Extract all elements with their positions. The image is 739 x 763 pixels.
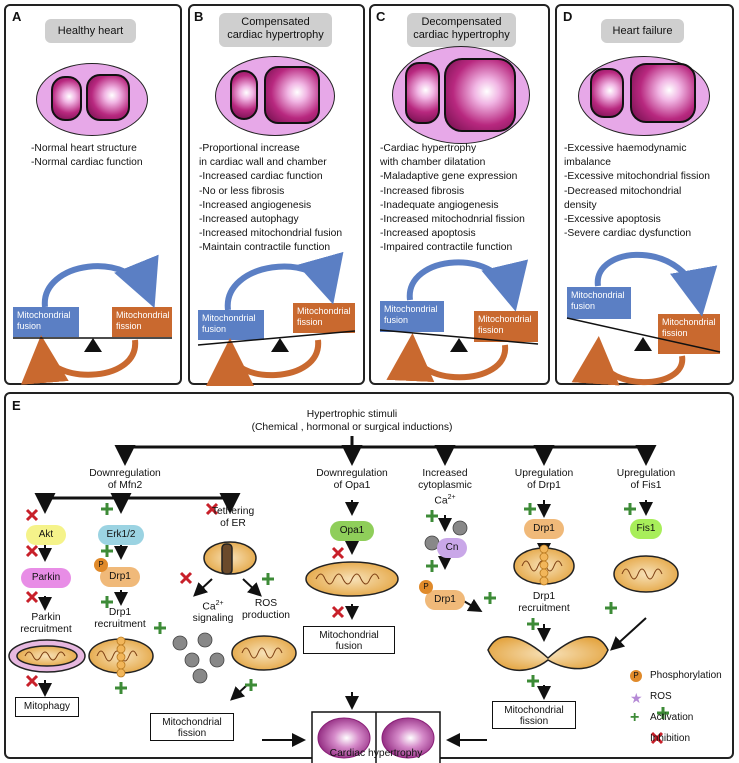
ca-cyto-text: Increased cytoplasmic Ca [418,468,472,507]
calcium-ions [172,520,468,684]
drp1-node-left: Drp1 [100,567,140,587]
drp1-up-label: Upregulation of Drp1 [514,468,574,491]
panel-d-fusion-box: Mitochondrial fusion [567,287,631,319]
fission-box-left: Mitochondrial fission [150,713,234,741]
stimuli-subtitle: (Chemical , hormonal or surgical inducti… [251,422,453,433]
opa1-node: Opa1 [330,521,374,541]
balance-c [379,259,539,383]
drp1-node-right: Drp1 [524,519,564,539]
panel-a-letter: A [12,9,22,24]
phosphorylation-icon: P [630,670,642,682]
panel-b-features: -Proportional increase in cardiac wall a… [199,143,343,254]
cardiac-hypertrophy-cells [311,711,441,763]
legend-phosphorylation: P Phosphorylation [630,670,722,682]
ca-signaling-sup: 2+ [215,600,224,607]
panel-d-features: -Excessive haemodynamic imbalance -Exces… [564,143,710,240]
panel-c-features: -Cardiac hypertrophy with chamber dilata… [380,143,525,254]
ca-signaling-label: Ca2+ signaling [178,598,248,625]
parkin-recruitment: Parkin recruitment [20,612,72,635]
tether-label: Tethering of ER [211,506,255,529]
panel-a-fusion-box: Mitochondrial fusion [13,307,79,337]
ros-icon: ★ [630,690,643,706]
phospho-badge-left: P [94,558,108,572]
panel-a-features: -Normal heart structure -Normal cardiac … [31,143,143,169]
activation-pluses [101,503,669,719]
balance-a [13,254,172,385]
legend-activation: + Activation [630,709,694,726]
legend-activation-label: Activation [650,712,694,723]
erk-node: Erk1/2 [98,525,144,545]
balance-b [197,251,356,387]
inhibition-crosses [25,502,664,745]
drp1-recruitment-left: Drp1 recruitment [94,607,146,630]
heart-c-chamber-right [444,58,516,132]
panel-d-title: Heart failure [601,19,684,43]
ca-cyto-label: Increased cytoplasmic Ca2+ [405,468,485,507]
legend-ros-label: ROS [650,691,672,702]
fusion-box: Mitochondrial fusion [303,626,395,654]
heart-d-chamber-right [630,63,696,123]
panel-b-letter: B [194,9,204,24]
panel-c-fusion-box: Mitochondrial fusion [380,301,444,332]
drp1-recruitment-right: Drp1 recruitment [518,591,570,614]
legend-ros: ★ ROS [630,690,672,706]
mfn2-label: Downregulation of Mfn2 [89,468,161,491]
panel-a-fission-box: Mitochondrial fission [112,307,172,337]
ca-cyto-sup: 2+ [447,494,456,501]
panel-b-title: Compensated cardiac hypertrophy [219,13,332,47]
heart-a-chamber-left [51,76,82,121]
panel-a-title: Healthy heart [45,19,136,43]
parkin-node: Parkin [21,568,71,588]
ros-production-label: ROS production [241,598,291,621]
cn-node: Cn [437,538,467,558]
ca-signaling-text: signaling [192,613,234,625]
panel-e-letter: E [12,398,21,413]
panel-d-letter: D [563,9,573,24]
heart-b-chamber-left [230,70,258,120]
pathway-arrows [38,500,653,747]
legend-inhibition-label: Inhibition [650,733,691,744]
heart-c-chamber-left [405,62,440,124]
panel-d-fission-box: Mitochondrial fission [658,314,720,354]
panel-c-title: Decompensated cardiac hypertrophy [407,13,516,47]
panel-c-fission-box: Mitochondrial fission [474,311,538,342]
panel-b-fusion-box: Mitochondrial fusion [198,310,264,340]
panel-b-fission-box: Mitochondrial fission [293,303,355,333]
heart-d-chamber-left [590,68,624,118]
panel-c-letter: C [376,9,386,24]
plus-icon: + [630,709,640,726]
cristae [24,560,663,662]
stimuli-title: Hypertrophic stimuli [306,409,398,420]
legend-inhibition: Inhibition [650,733,690,744]
heart-b-chamber-right [264,66,320,124]
phospho-badge-middle: P [419,580,433,594]
opa1-down-label: Downregulation of Opa1 [316,468,388,491]
fis1-node: Fis1 [630,519,662,539]
balance-d [566,251,721,386]
drp1-node-middle: Drp1 [425,590,465,610]
stimuli-tree [34,436,657,514]
cardiac-hypertrophy-label: Cardiac hypertrophy [329,748,423,759]
fis1-up-label: Upregulation of Fis1 [616,468,676,491]
drp1-oligomers [116,544,549,678]
legend-phosphorylation-label: Phosphorylation [650,670,722,681]
mitophagy-box: Mitophagy [15,697,79,717]
ca-signaling-ca: Ca [202,601,216,613]
fission-box-right: Mitochondrial fission [492,701,576,729]
akt-node: Akt [26,525,66,545]
heart-a-chamber-right [86,74,130,121]
